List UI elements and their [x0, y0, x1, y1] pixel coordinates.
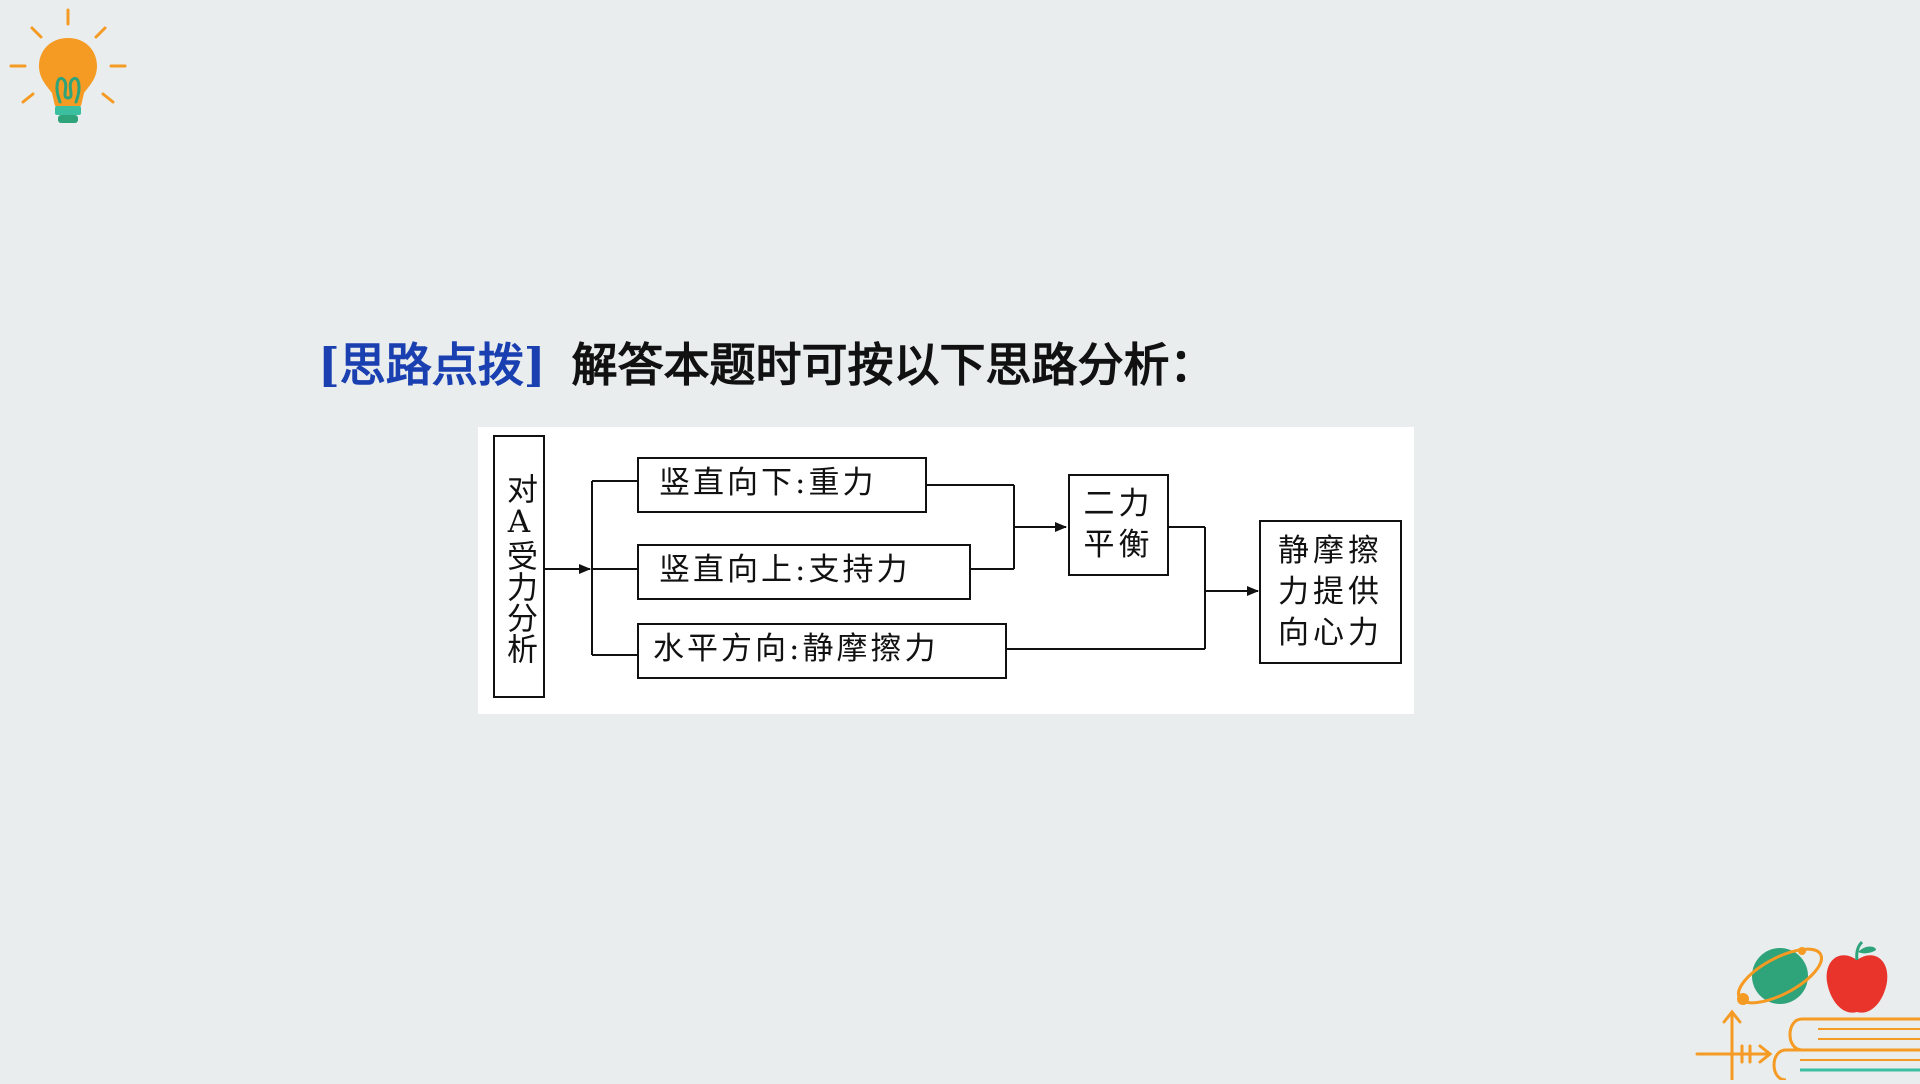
force-analysis-diagram: 对A受力分析 竖直向下:重力 竖直向上:支持力 水平方向:静摩擦力 二力 平衡 … — [478, 427, 1414, 714]
result-line-2: 力提供 — [1278, 573, 1383, 610]
lightbulb-icon — [6, 6, 128, 132]
support-force-box: 竖直向上:支持力 — [637, 544, 971, 600]
result-box: 静摩擦 力提供 向心力 — [1259, 520, 1402, 664]
balance-line-1: 二力 — [1083, 486, 1154, 522]
source-box: 对A受力分析 — [493, 435, 545, 698]
two-force-balance-box: 二力 平衡 — [1068, 474, 1169, 576]
result-line-3: 向心力 — [1278, 614, 1383, 651]
static-friction-box: 水平方向:静摩擦力 — [637, 623, 1007, 679]
heading-text: 解答本题时可按以下思路分析： — [571, 338, 1216, 392]
diagram-connectors — [544, 480, 1259, 656]
heading: [思路点拨] 解答本题时可按以下思路分析： — [318, 334, 1216, 396]
hint-tag: [思路点拨] — [318, 338, 546, 392]
result-line-1: 静摩擦 — [1278, 532, 1383, 569]
balance-line-2: 平衡 — [1083, 527, 1154, 563]
gravity-box: 竖直向下:重力 — [637, 457, 927, 513]
books-apple-planet-icon — [1690, 938, 1920, 1082]
